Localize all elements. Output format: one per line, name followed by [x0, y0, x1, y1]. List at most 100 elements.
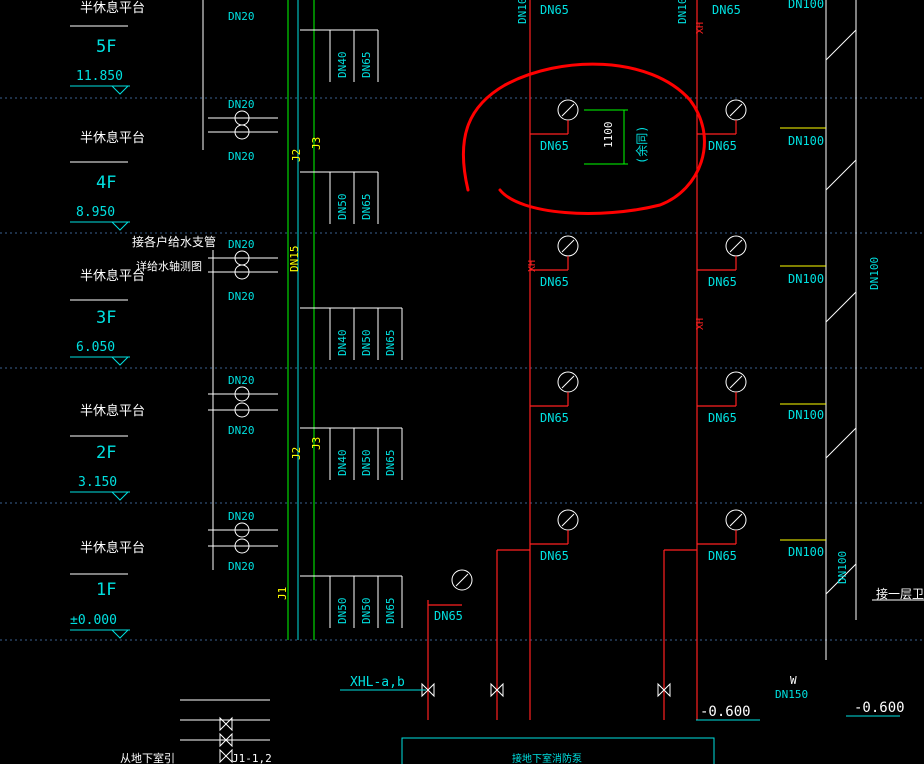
hydrant-size: DN65 — [434, 609, 463, 623]
xh-label: XH — [695, 318, 706, 330]
floor-elevation: 6.050 — [76, 340, 115, 355]
basement-note: 从地下室引 — [120, 751, 175, 764]
meter-label: DN20 — [228, 290, 255, 303]
size-table-value: DN65 — [360, 194, 373, 221]
hydrant-size: DN65 — [708, 139, 737, 153]
elevation-marker — [111, 629, 129, 639]
xh-label: XH — [527, 260, 538, 272]
size-table-value: DN50 — [336, 598, 349, 625]
size-table-value: DN40 — [336, 52, 349, 79]
fire-hydrant-slash — [729, 103, 743, 117]
meter-label: DN20 — [228, 10, 255, 23]
riser-label: J3 — [310, 137, 323, 150]
hydrant-size: DN65 — [540, 139, 569, 153]
valve-icon — [657, 682, 671, 698]
landing-label: 半休息平台 — [80, 540, 145, 556]
elevation-marker — [111, 85, 129, 95]
floor-elevation: 11.850 — [76, 69, 123, 84]
xh-label: XH — [695, 22, 706, 34]
riser-label: J1 — [276, 587, 289, 600]
meter-label: DN20 — [228, 424, 255, 437]
elevation-bottom-right: -0.600 — [854, 700, 905, 716]
top-pipe-label: DN100 — [516, 0, 529, 24]
elevation-marker — [111, 491, 129, 501]
drain-size: DN100 — [788, 272, 824, 286]
hydrant-size: DN65 — [540, 275, 569, 289]
size-table-value: DN50 — [360, 450, 373, 477]
hydrant-size-labels: DN65 DN65 DN65 DN65 DN65 DN65 DN65 DN65 … — [434, 139, 737, 623]
fire-hydrant-slash — [729, 513, 743, 527]
drain-size: DN100 — [788, 134, 824, 148]
drain-offset — [825, 29, 857, 61]
xhl-label: XHL-a,b — [350, 675, 405, 690]
floor-label: 1F — [96, 580, 116, 600]
size-table-value: DN65 — [360, 52, 373, 79]
meter-label: DN20 — [228, 560, 255, 573]
floor-label: 4F — [96, 173, 116, 193]
valve-icon — [490, 682, 504, 698]
floor-elevation: 3.150 — [78, 475, 117, 490]
bottom-equipment-box — [401, 737, 715, 764]
floor-labels: 半休息平台 5F 11.850 半休息平台 4F 8.950 半休息平台 3F … — [70, 0, 145, 628]
meter-label: DN20 — [228, 150, 255, 163]
elevation-bottom-left: -0.600 — [700, 704, 751, 720]
drain-offset — [825, 427, 857, 459]
hydrant-size: DN65 — [708, 411, 737, 425]
hydrant-size: DN65 — [540, 411, 569, 425]
drain-size: DN100 — [788, 545, 824, 559]
valve-icon — [219, 716, 233, 732]
fire-hydrant-slash — [561, 375, 575, 389]
fire-hydrant-slash — [561, 103, 575, 117]
w-label: W — [790, 674, 797, 687]
riser-label: J2 — [290, 447, 303, 460]
annotation-circle — [461, 62, 706, 215]
meter-label: DN20 — [228, 238, 255, 251]
size-table-value: DN50 — [360, 598, 373, 625]
hydrant-size: DN65 — [540, 549, 569, 563]
drain-size-labels: DN100 DN100 DN100 DN100 — [788, 134, 824, 559]
drain-size: DN100 — [788, 408, 824, 422]
size-table-value: DN65 — [384, 330, 397, 357]
fire-hydrant-slash — [455, 573, 469, 587]
vertical-size: DN100 — [836, 551, 849, 584]
connect-note: 接一层卫生间 — [876, 586, 924, 601]
riser-label: J3 — [310, 437, 323, 450]
floor-label: 3F — [96, 308, 116, 328]
size-table-value: DN50 — [360, 330, 373, 357]
valve-icon — [219, 732, 233, 748]
riser-label: J2 — [290, 149, 303, 162]
landing-label: 半休息平台 — [80, 0, 145, 16]
elevation-marker — [111, 356, 129, 366]
hydrant-size: DN65 — [708, 275, 737, 289]
same-note: (余同) — [634, 126, 649, 164]
drain-offset — [825, 291, 857, 323]
j1-note: J1-1,2 — [232, 752, 272, 764]
meter-labels: DN20 DN20 DN20 DN20 DN20 DN20 DN20 DN20 … — [228, 10, 255, 573]
floor-elevation: 8.950 — [76, 205, 115, 220]
drain-offset — [825, 159, 857, 191]
top-pipe-label: DN65 — [540, 3, 569, 17]
size-table-value: DN40 — [336, 330, 349, 357]
riser-label: DN15 — [288, 246, 301, 273]
fire-hydrant-icon — [451, 569, 473, 591]
valve-icon — [421, 682, 435, 698]
meter-label: DN20 — [228, 510, 255, 523]
size-table-value: DN65 — [384, 450, 397, 477]
dimension-value: 1100 — [602, 122, 615, 149]
floor-label: 2F — [96, 443, 116, 463]
meter-label: DN20 — [228, 98, 255, 111]
meter-label: DN20 — [228, 374, 255, 387]
branch-note-line2: 详给水轴测图 — [136, 259, 202, 273]
fire-hydrant-slash — [561, 513, 575, 527]
branch-note-line1: 接各户给水支管 — [132, 234, 216, 249]
drain-offset — [825, 563, 857, 595]
fire-hydrant-slash — [729, 239, 743, 253]
valve-icon — [219, 748, 233, 764]
size-table-value: DN50 — [336, 194, 349, 221]
landing-label: 半休息平台 — [80, 130, 145, 146]
dn150-label: DN150 — [775, 688, 808, 701]
top-pipe-label: DN65 — [712, 3, 741, 17]
floor-elevation: ±0.000 — [70, 613, 117, 628]
